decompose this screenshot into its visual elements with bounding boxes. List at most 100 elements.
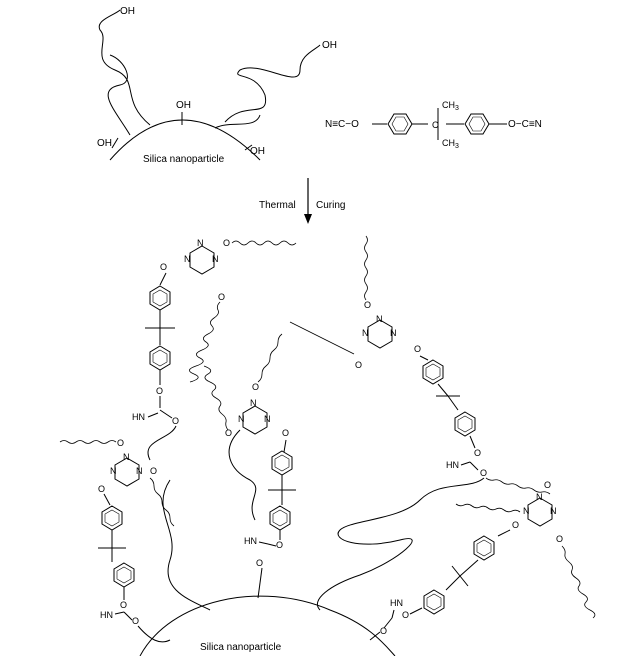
benzene-ring-right — [464, 113, 490, 135]
t5-o-left: O — [512, 520, 519, 530]
triazine-ring-4 — [367, 319, 393, 349]
chain-right-loop — [215, 115, 260, 128]
chain-right-o: O — [474, 448, 481, 458]
monomer-methyl-top: CH3 — [442, 100, 459, 112]
t3-o-right: O — [282, 428, 289, 438]
t1-wavy-right — [232, 241, 296, 245]
chain-ll-hn: HN — [100, 610, 113, 620]
t5-o-top: O — [544, 480, 551, 490]
top-hydroxyl-labels: OH OH OH OH OH — [97, 6, 337, 157]
ring-left-upper — [149, 285, 171, 311]
t5-n-left: N — [523, 506, 530, 516]
triazine-unit-1: N N N O O O — [160, 238, 296, 382]
ring-lowerleft-lower — [113, 562, 135, 588]
t4-o-top: O — [364, 300, 371, 310]
t1-n-top: N — [197, 238, 204, 248]
monomer-right-group: O−C≡N — [508, 119, 542, 130]
t1-o-left: O — [160, 262, 167, 272]
monomer-methyl-bottom: CH3 — [442, 138, 459, 150]
t3-n-right: N — [264, 414, 271, 424]
t3-wavy-upright — [290, 322, 354, 354]
oh-label-right: OH — [322, 40, 337, 51]
top-silica-nanoparticle: Silica nanoparticle — [110, 120, 260, 165]
bisphenol-chain-lower-right: O HN O — [370, 530, 510, 640]
t3-n-top: N — [250, 398, 257, 408]
t1-o-bottom: O — [218, 292, 225, 302]
t5-wavy-down — [562, 546, 595, 618]
chain-left-o: O — [156, 386, 163, 396]
chain-right-o2: O — [480, 468, 487, 478]
t3-o-top: O — [252, 382, 259, 392]
t1-n-left: N — [184, 254, 191, 264]
t2-n-c: N — [136, 466, 143, 476]
top-nanoparticle-label: Silica nanoparticle — [143, 154, 225, 165]
bisphenol-chain-center: O HN O — [244, 440, 296, 598]
chain-left-hn: HN — [132, 412, 145, 422]
t4-o-right: O — [414, 344, 421, 354]
t1-n-right: N — [212, 254, 219, 264]
t1-o-right: O — [223, 238, 230, 248]
t5-wavy-left — [456, 504, 520, 512]
chain-center-hn: HN — [244, 536, 257, 546]
t3-n-left: N — [238, 414, 245, 424]
chain-to-right-oh — [225, 45, 320, 122]
chain-to-top-oh — [99, 10, 150, 125]
chain-ll-o: O — [120, 600, 127, 610]
top-polymer-chains — [99, 10, 320, 150]
top-nanoparticle-arc — [110, 120, 260, 160]
ring-center-upper — [271, 450, 293, 476]
ring-lowerright-upper — [473, 535, 495, 561]
triazine-ring-5 — [527, 497, 553, 527]
t4-o-left: O — [355, 360, 362, 370]
reaction-arrow: Thermal Curing — [259, 178, 345, 224]
stub-oh-right — [245, 145, 252, 150]
chain-left-o2: O — [172, 416, 179, 426]
t2-n-a: N — [123, 452, 130, 462]
monomer-quat-carbon: C — [432, 120, 439, 130]
ring-left-lower — [149, 345, 171, 371]
ring-lowerleft-upper — [101, 505, 123, 531]
t2-o-right: O — [150, 466, 157, 476]
chain-ll-o2: O — [132, 616, 139, 626]
chain-lr-hn: HN — [390, 598, 403, 608]
ring-right-upper — [422, 359, 444, 385]
stub-oh-left — [112, 138, 118, 148]
arrow-head — [304, 214, 312, 224]
triazine-unit-2: O N N N O O — [60, 438, 174, 526]
connecting-chains — [163, 430, 256, 610]
t4-n-right: N — [390, 328, 397, 338]
oh-label-top: OH — [120, 6, 135, 17]
oh-label-center: OH — [176, 100, 191, 111]
t5-o-right: O — [556, 534, 563, 544]
t4-n-top: N — [376, 314, 383, 324]
t2-o-left: O — [98, 484, 105, 494]
bottom-silica-nanoparticle: Silica nanoparticle — [140, 596, 395, 656]
t4-wavy-up — [365, 236, 368, 300]
arrow-label-curing: Curing — [316, 200, 345, 211]
chain-right-hn: HN — [446, 460, 459, 470]
triazine-unit-5: O N N N O O — [456, 480, 595, 618]
t5-n-right: N — [550, 506, 557, 516]
oh-label-left: OH — [97, 138, 112, 149]
triazine-unit-3: O N N N O O — [204, 322, 354, 438]
bisphenol-chain-left: O HN O — [132, 273, 179, 460]
ring-right-lower — [454, 411, 476, 437]
t5-n-top: N — [536, 492, 543, 502]
t3-wavy-left — [204, 366, 228, 430]
bisphenol-chain-lower-left: O HN O — [98, 494, 170, 642]
chain-lr-o2: O — [380, 626, 387, 636]
triazine-unit-4: O N N N O O — [355, 236, 421, 370]
t2-n-b: N — [110, 466, 117, 476]
t2-wavy-right — [150, 478, 174, 526]
t3-o-left: O — [225, 428, 232, 438]
triazine-ring-1 — [189, 245, 215, 275]
t3-wavy-up — [258, 334, 282, 382]
dicyanate-monomer: N≡C−O C CH3 CH3 O−C≡N — [325, 100, 542, 150]
chain-lr-o: O — [402, 610, 409, 620]
chain-center-o: O — [276, 540, 283, 550]
t2-o-top: O — [117, 438, 124, 448]
bottom-nanoparticle-label: Silica nanoparticle — [200, 642, 282, 653]
benzene-ring-left — [387, 113, 413, 135]
oh-label-lower-right: OH — [250, 146, 265, 157]
